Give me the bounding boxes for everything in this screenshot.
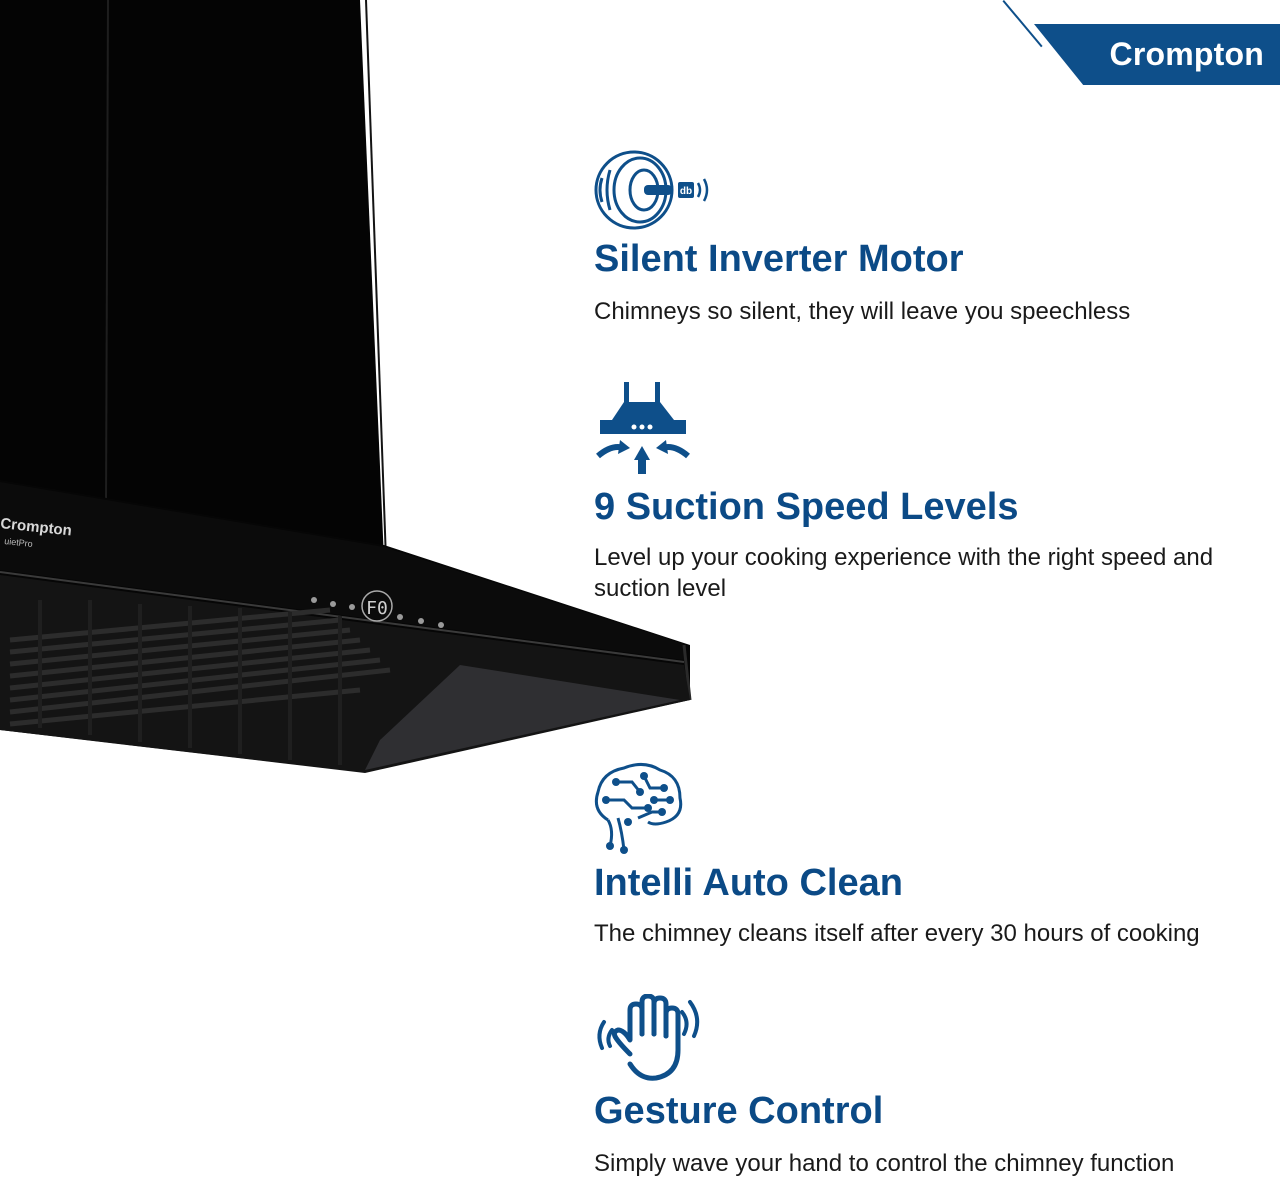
brand-ribbon-accent [1002, 0, 1043, 48]
silent-motor-icon: db [594, 150, 709, 230]
decibel-badge: db [680, 186, 692, 197]
feature-description: The chimney cleans itself after every 30… [594, 920, 1200, 947]
control-display: F0 [366, 598, 388, 619]
feature-title: 9 Suction Speed Levels [594, 486, 1019, 528]
suction-speed-icon [596, 382, 690, 474]
brain-circuit-icon [594, 763, 683, 854]
brand-logo-text: Crompton [1109, 36, 1264, 72]
feature-title: Intelli Auto Clean [594, 862, 903, 904]
hand-wave-icon [597, 994, 700, 1081]
feature-description: Chimneys so silent, they will leave you … [594, 298, 1131, 325]
hood-model-label: uietPro [4, 536, 33, 549]
feature-title: Gesture Control [594, 1090, 884, 1132]
feature-title: Silent Inverter Motor [594, 238, 964, 280]
feature-description: Simply wave your hand to control the chi… [594, 1150, 1175, 1177]
brand-ribbon: Crompton [1034, 24, 1280, 85]
chimney-hood-image: F0 Crompton uietPro [0, 0, 692, 773]
feature-description: Level up your cooking experience with th… [594, 544, 1214, 602]
